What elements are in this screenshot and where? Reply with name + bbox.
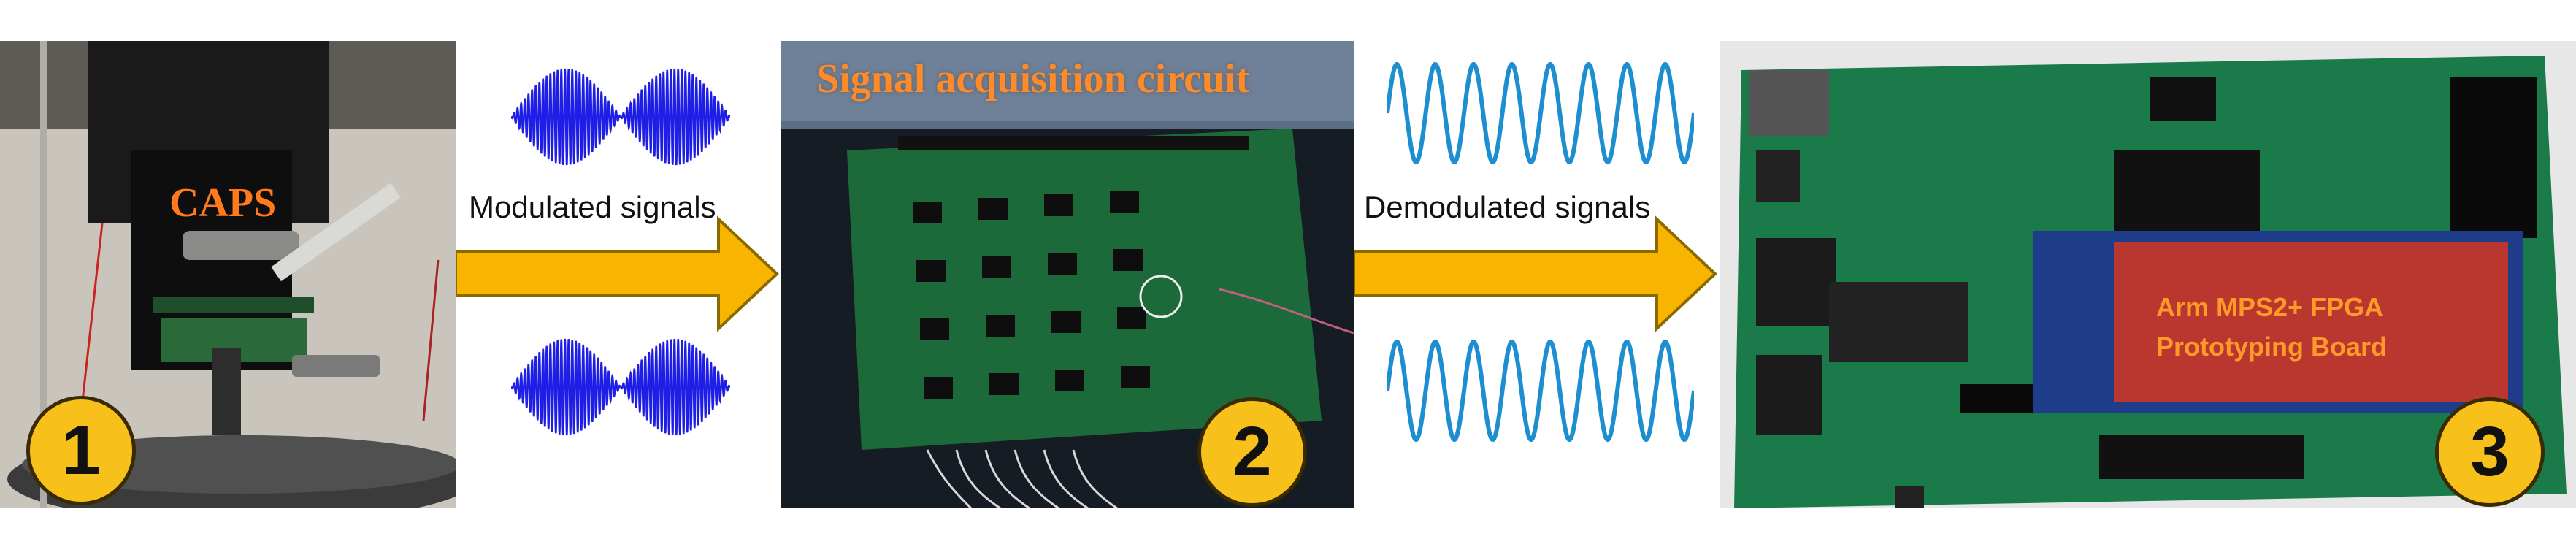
caps-photo: CAPS 1 (0, 41, 456, 508)
fpga-board-illustration (1720, 41, 2576, 508)
step-badge-3: 3 (2435, 397, 2545, 507)
acquisition-circuit-label: Signal acquisition circuit (816, 56, 1250, 102)
modulated-wave-top (511, 68, 730, 166)
caps-label: CAPS (169, 180, 277, 226)
demodulated-signals-arrow (1354, 215, 1717, 332)
fpga-board-label-line2: Prototyping Board (2156, 332, 2387, 362)
step-badge-2: 2 (1197, 397, 1307, 507)
fpga-board-label-line1: Arm MPS2+ FPGA (2156, 292, 2384, 322)
step-badge-1: 1 (26, 396, 136, 505)
modulated-signals-arrow (456, 215, 779, 332)
modulated-signals-label: Modulated signals (469, 190, 716, 224)
demodulated-wave-top (1387, 61, 1694, 165)
demodulated-signals-label: Demodulated signals (1364, 190, 1651, 224)
acquisition-circuit-photo: Signal acquisition circuit 2 (781, 41, 1354, 508)
fpga-board-photo: Arm MPS2+ FPGA Prototyping Board 3 (1720, 41, 2576, 508)
modulated-wave-bottom (511, 338, 730, 436)
demodulated-wave-bottom (1387, 339, 1694, 443)
